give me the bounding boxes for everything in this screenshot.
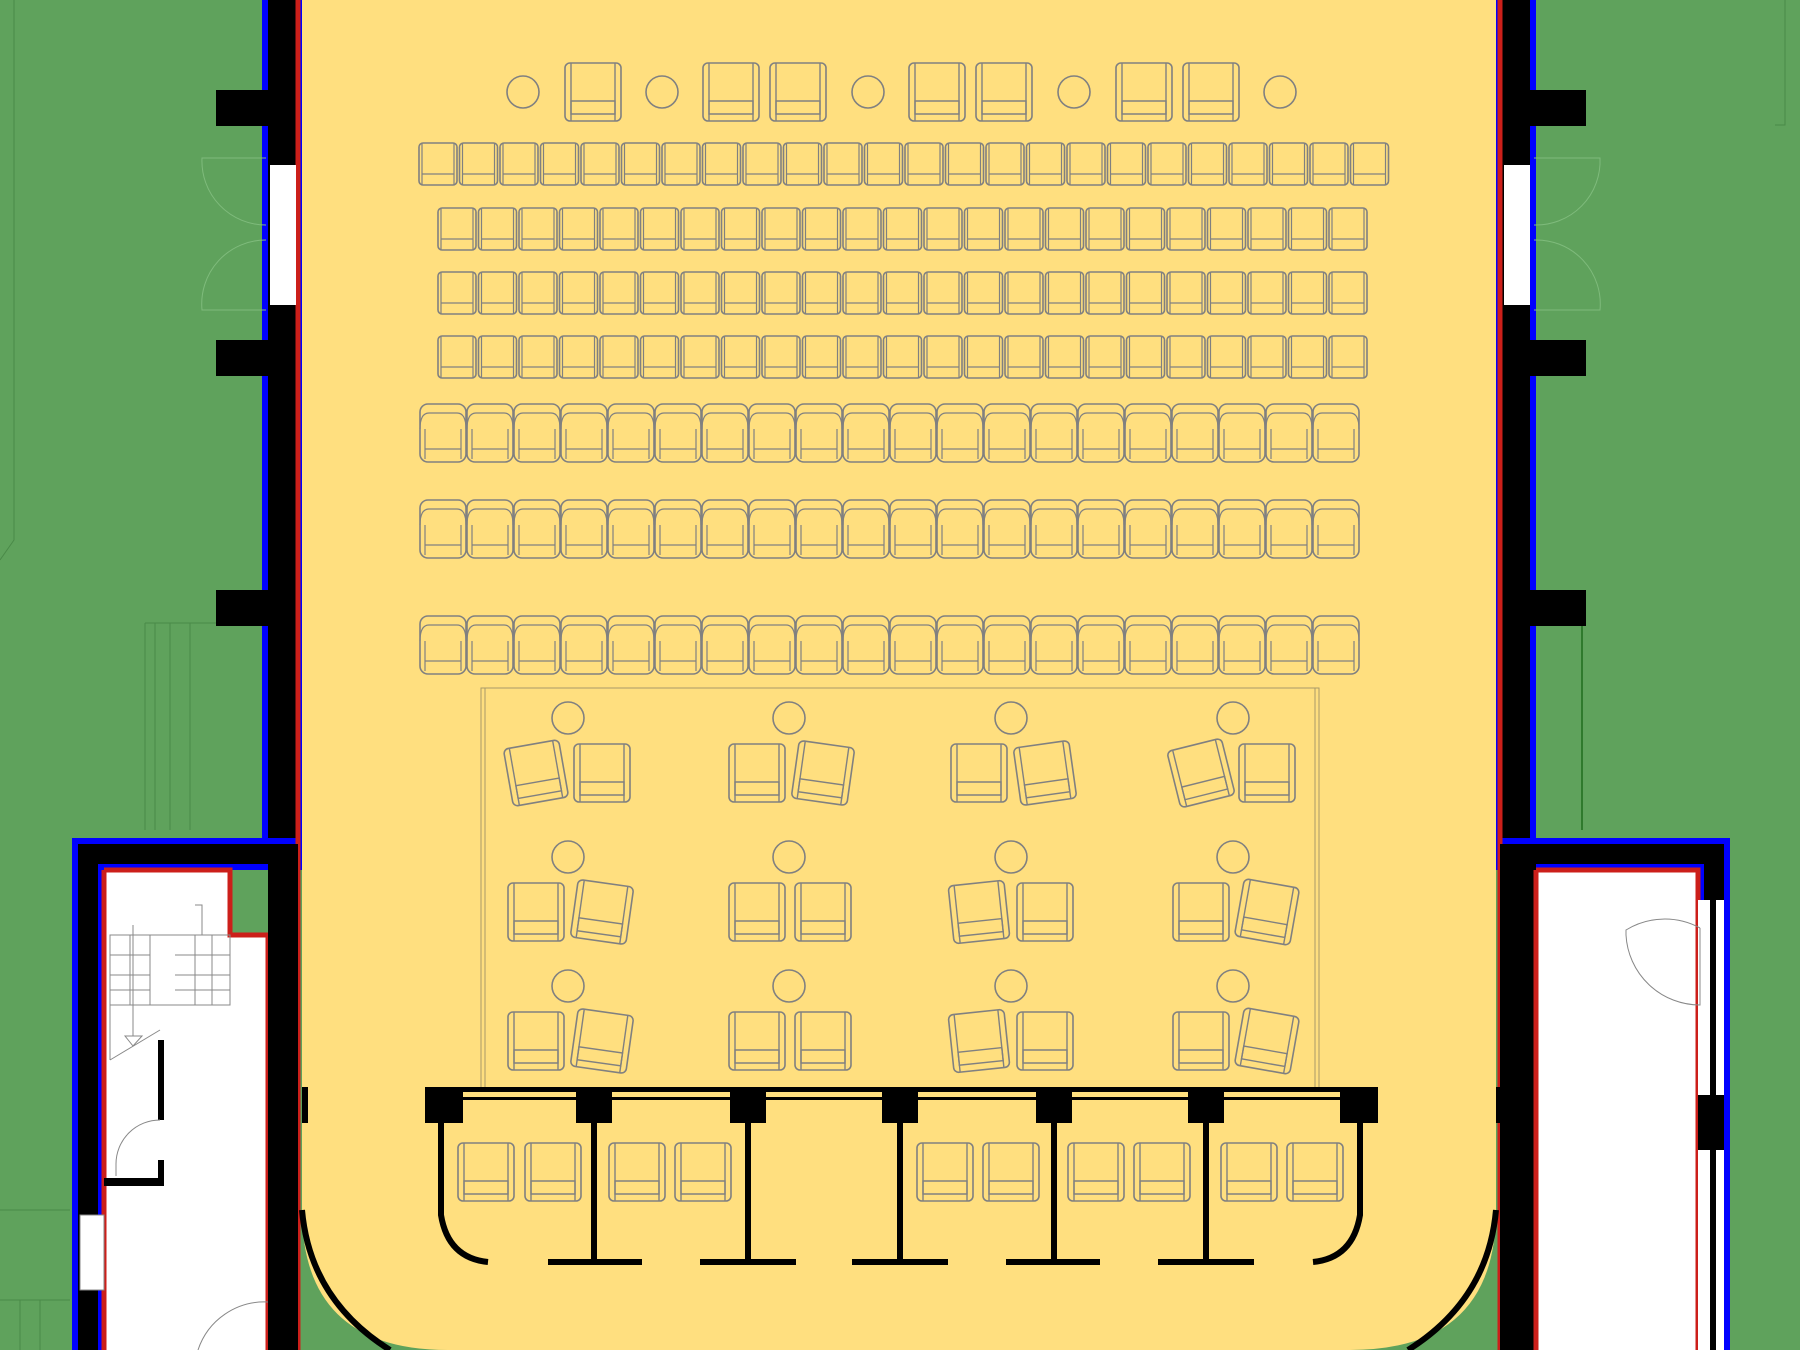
exterior-walls [72,0,1730,1350]
stair-icon [109,904,231,1061]
cushioned-seat-rows [419,403,1360,675]
side-room-right [1500,844,1724,1350]
stair-wall [158,1040,164,1120]
door-swing-icon[interactable] [197,1301,269,1350]
window [79,1214,105,1291]
side-room-left [79,844,298,1350]
front-edge-curve [299,1209,1499,1350]
door-swing-icon[interactable] [1625,918,1701,1006]
door-swing-icon[interactable] [115,1119,161,1176]
wall-openings [201,90,1601,626]
door-frame [104,1178,164,1186]
box-structure [302,1087,1502,1265]
